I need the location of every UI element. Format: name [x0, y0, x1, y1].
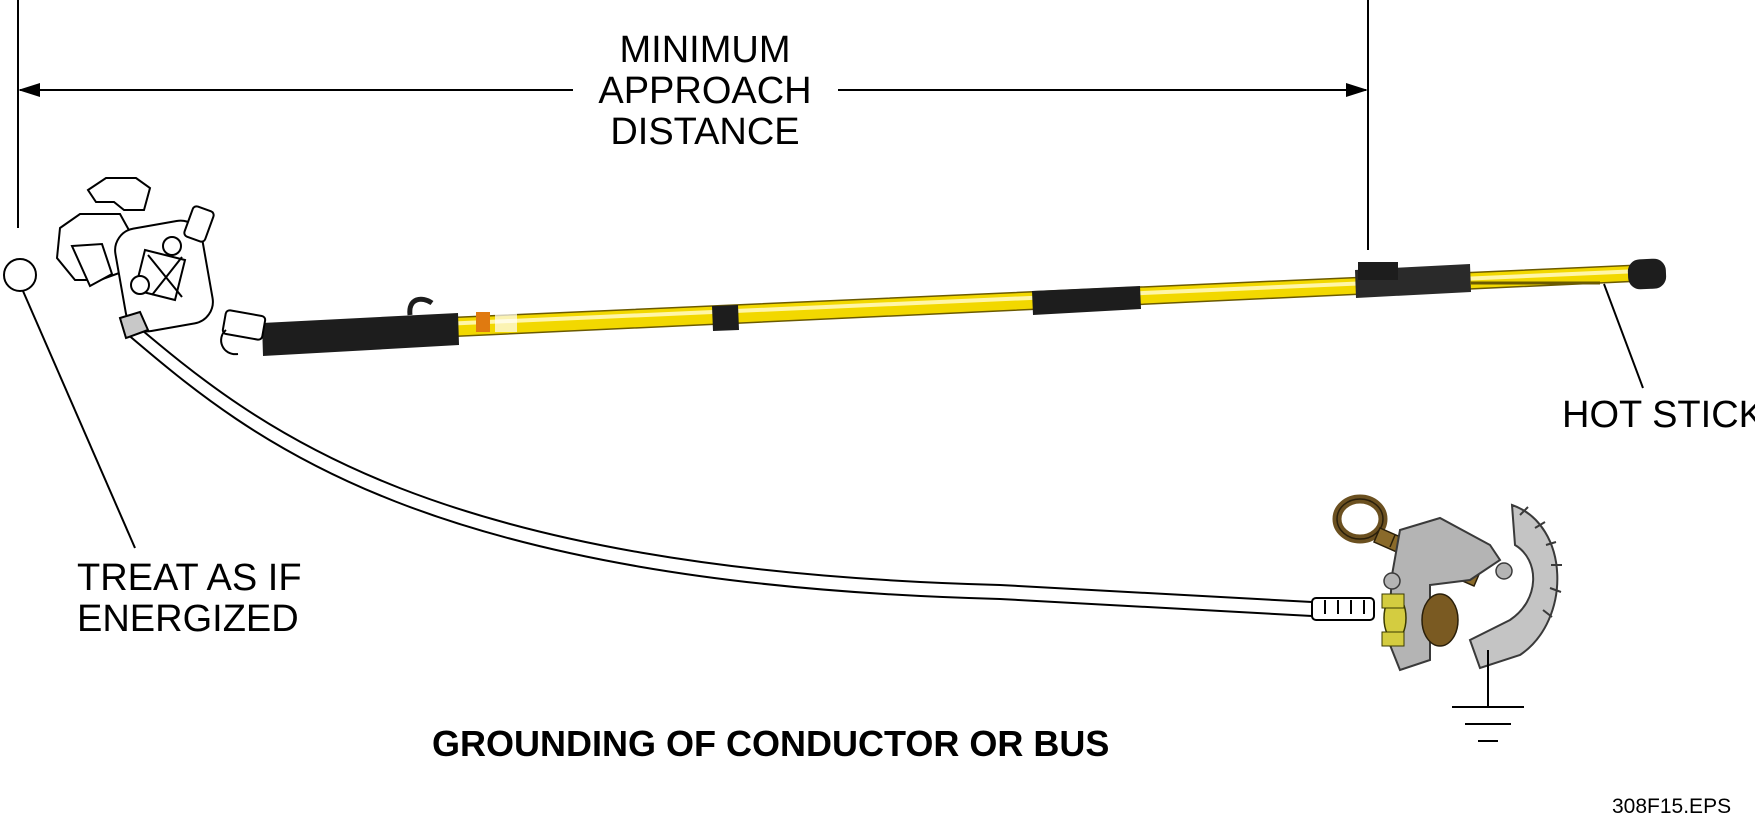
left-arrowhead: [18, 83, 40, 97]
grounding-cable: [125, 319, 1313, 617]
figure-title: GROUNDING OF CONDUCTOR OR BUS: [432, 723, 1110, 764]
treat-label-line-2: ENERGIZED: [77, 598, 299, 640]
stick-head-housing: [262, 313, 459, 356]
clamp-jaw: [1468, 503, 1559, 670]
cable-ferrule: [1311, 597, 1375, 621]
stick-label-sticker: [476, 312, 490, 332]
approach-label-line-3: DISTANCE: [610, 111, 800, 153]
file-reference: 308F15.EPS: [1612, 795, 1732, 818]
hot-stick-leader-line: [1603, 283, 1644, 389]
conductor-clamp: [55, 177, 267, 356]
approach-dimension: [17, 0, 1369, 250]
ground-clamp: [1332, 494, 1562, 672]
stick-hook: [407, 296, 434, 316]
hot-stick: [262, 258, 1667, 356]
right-arrowhead: [1346, 83, 1368, 97]
treat-energized-label: TREAT AS IF ENERGIZED: [77, 558, 302, 640]
approach-label-line-1: MINIMUM: [619, 29, 791, 71]
stick-band-1: [712, 305, 739, 331]
stick-band-2: [1032, 286, 1141, 315]
hot-stick-label: HOT STICK: [1562, 394, 1755, 436]
treat-label-line-1: TREAT AS IF: [77, 557, 302, 599]
treat-leader-line: [22, 290, 136, 549]
stick-end-cap: [1627, 258, 1667, 290]
ground-symbol: [1452, 650, 1524, 742]
clamp-pad: [1421, 593, 1459, 647]
approach-label-line-2: APPROACH: [598, 70, 812, 112]
approach-distance-label: MINIMUM APPROACH DISTANCE: [575, 30, 835, 153]
conductor-circle: [3, 258, 37, 292]
stick-slide-lever: [1358, 262, 1398, 280]
